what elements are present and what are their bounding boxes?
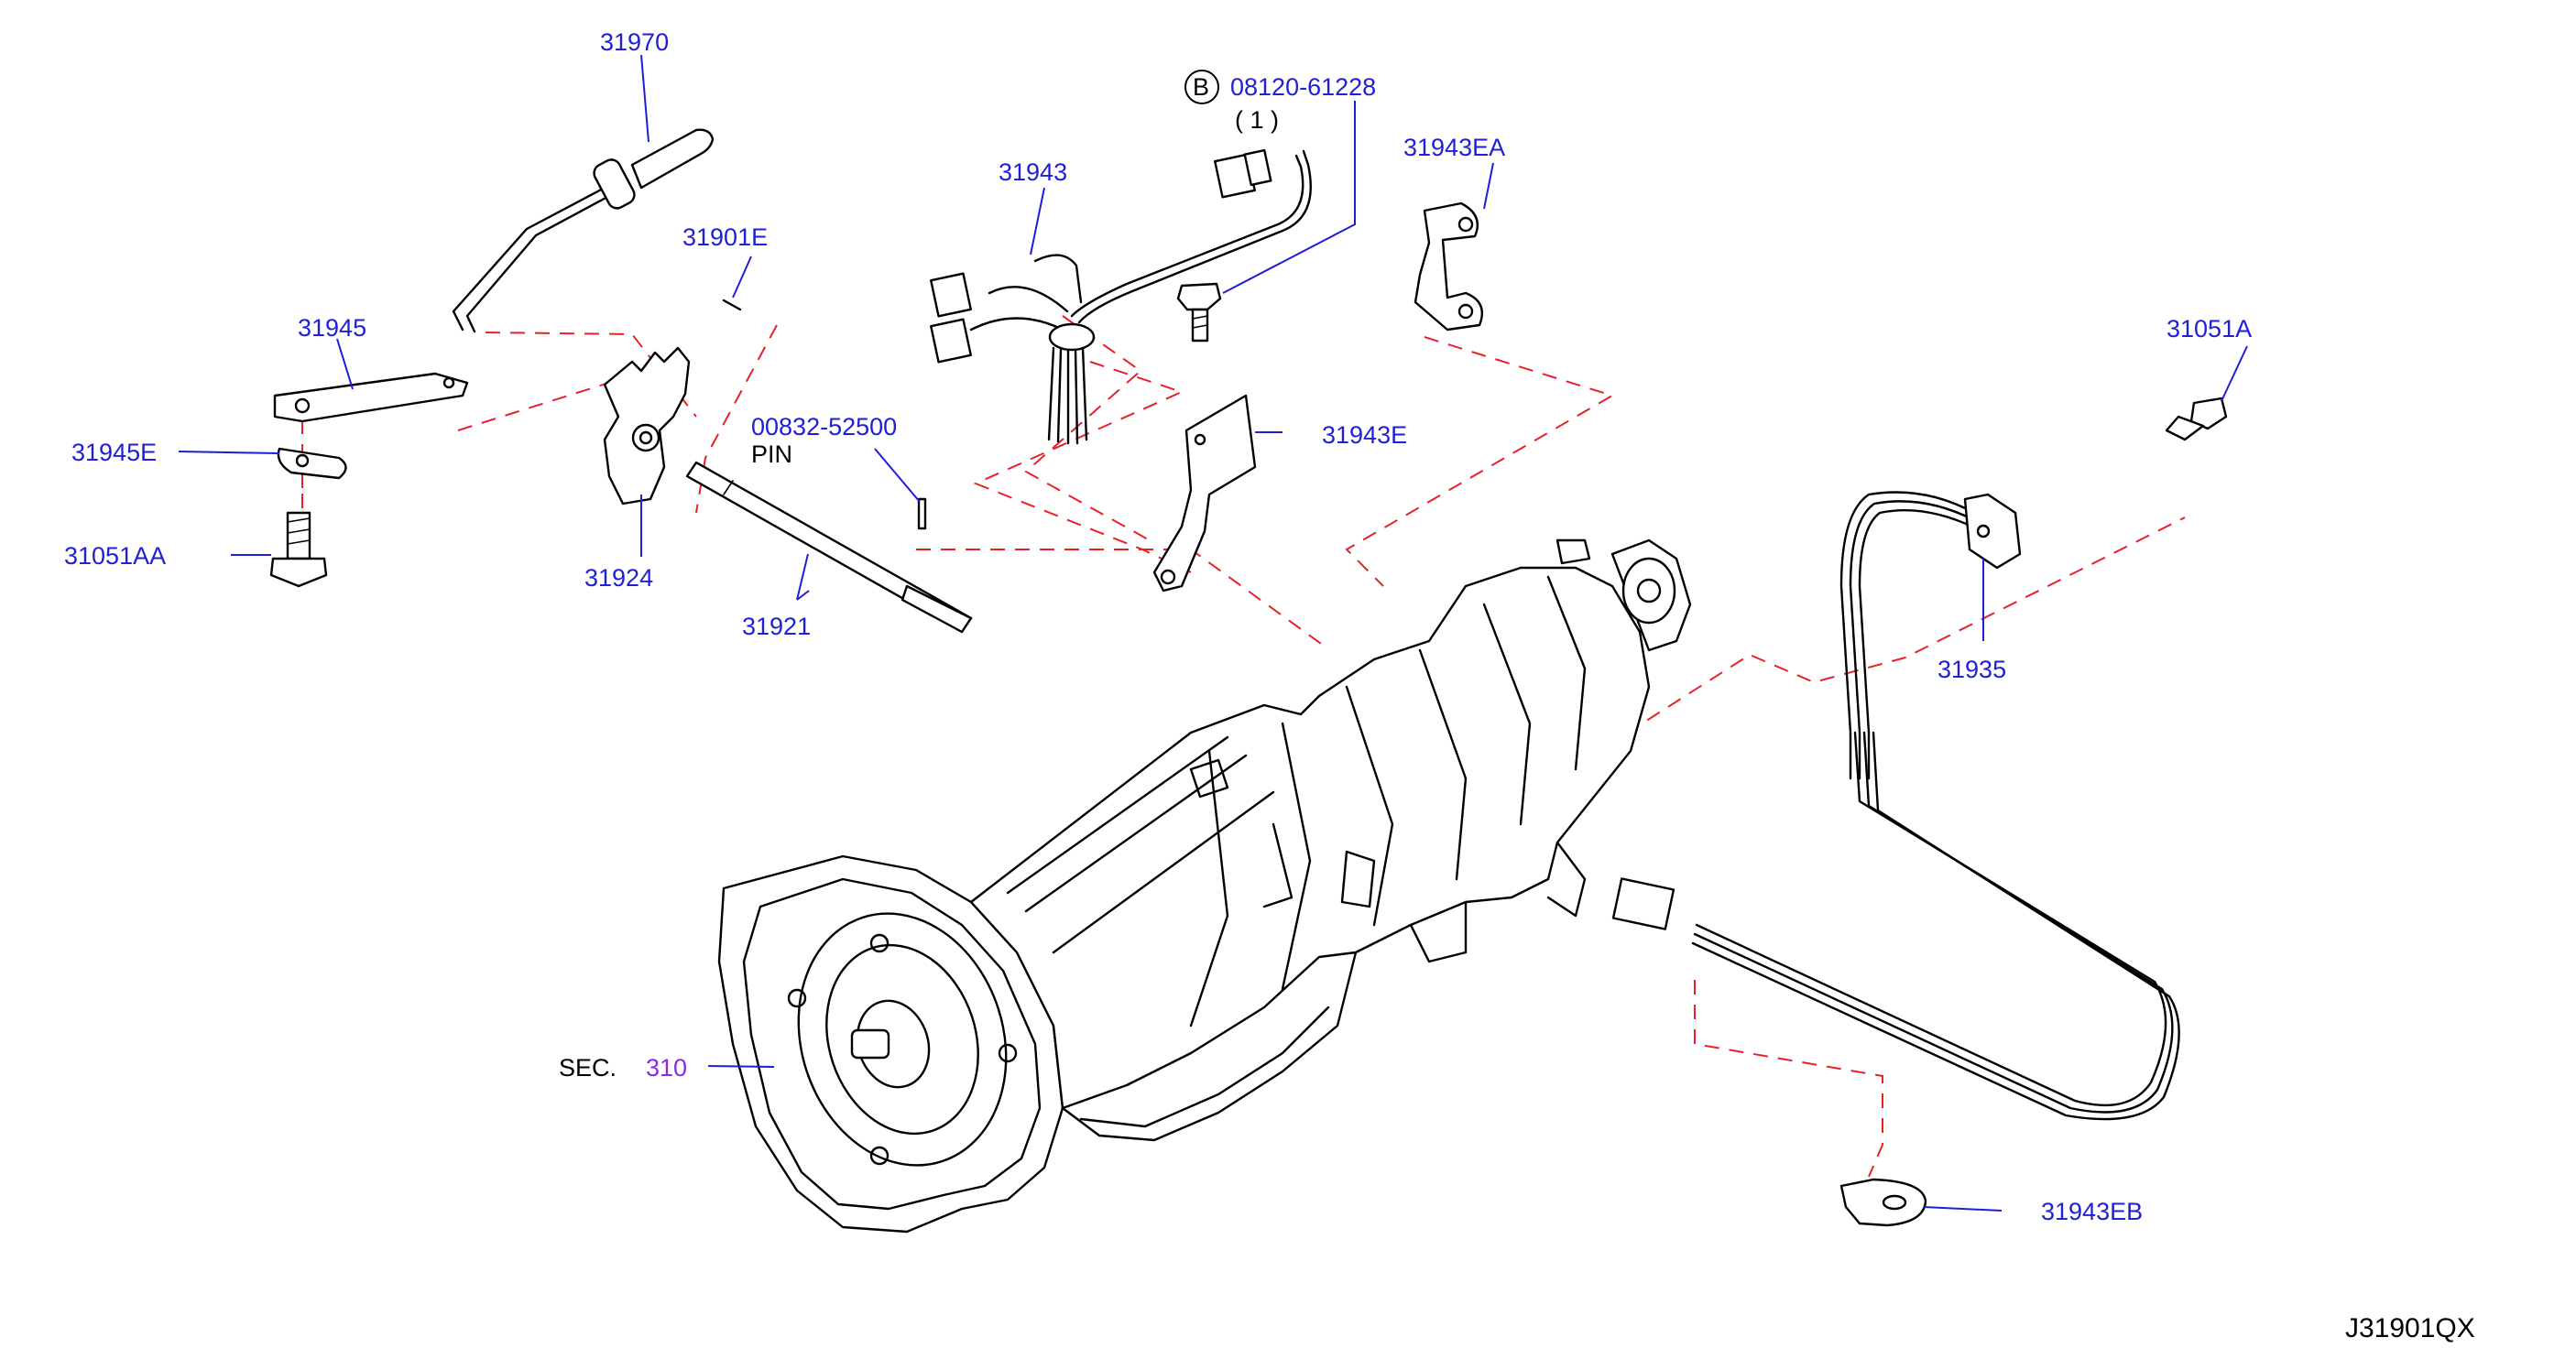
part-31935-sensor-harness [1611,491,2180,1121]
label-31943eb: 31943EB [2041,1198,2143,1225]
part-08120-61228-bolt [1176,282,1222,342]
part-31943eb-clip [1839,1178,1927,1227]
label-31901e: 31901E [682,223,768,251]
part-31051aa-bolt [269,511,328,588]
label-31943e: 31943E [1322,421,1407,449]
section-ref-number: 310 [646,1054,687,1082]
transmission-assembly [717,538,1692,1234]
part-31943e-bracket [1152,394,1257,593]
leader-lines [178,54,2248,1212]
part-31901e-pin [722,299,742,311]
part-31943-harness [930,148,1312,445]
label-31943ea: 31943EA [1403,134,1505,161]
label-31924: 31924 [584,564,653,592]
label-pin: PIN [751,440,792,468]
part-labels: 31970 31901E 31945 31945E 31051AA 31924 … [64,28,2475,1343]
label-quantity: ( 1 ) [1235,106,1279,134]
label-31943: 31943 [999,158,1067,186]
section-ref-prefix: SEC. [559,1054,617,1082]
part-31945e-washer [277,447,347,480]
part-31943ea-bracket [1414,201,1484,332]
part-31970-rod [452,128,715,333]
label-31051a: 31051A [2167,315,2252,342]
label-08120-61228: 08120-61228 [1230,73,1376,101]
part-31921-shaft [685,461,973,634]
part-31945-bracket [273,372,469,423]
label-31921: 31921 [742,613,811,640]
label-31970: 31970 [600,28,669,56]
label-31051aa: 31051AA [64,542,166,570]
label-00832-52500: 00832-52500 [751,413,897,440]
diagram-code: J31901QX [2345,1313,2475,1343]
bolt-marker-letter: B [1193,73,1209,101]
label-31945e: 31945E [71,439,157,466]
part-31924-detent-plate [603,346,691,506]
part-31051a-bolt [2165,397,2228,441]
part-00832-52500-pin [917,497,927,530]
label-31935: 31935 [1937,656,2006,683]
label-31945: 31945 [298,314,366,342]
bolt-marker: B [1184,70,1219,104]
